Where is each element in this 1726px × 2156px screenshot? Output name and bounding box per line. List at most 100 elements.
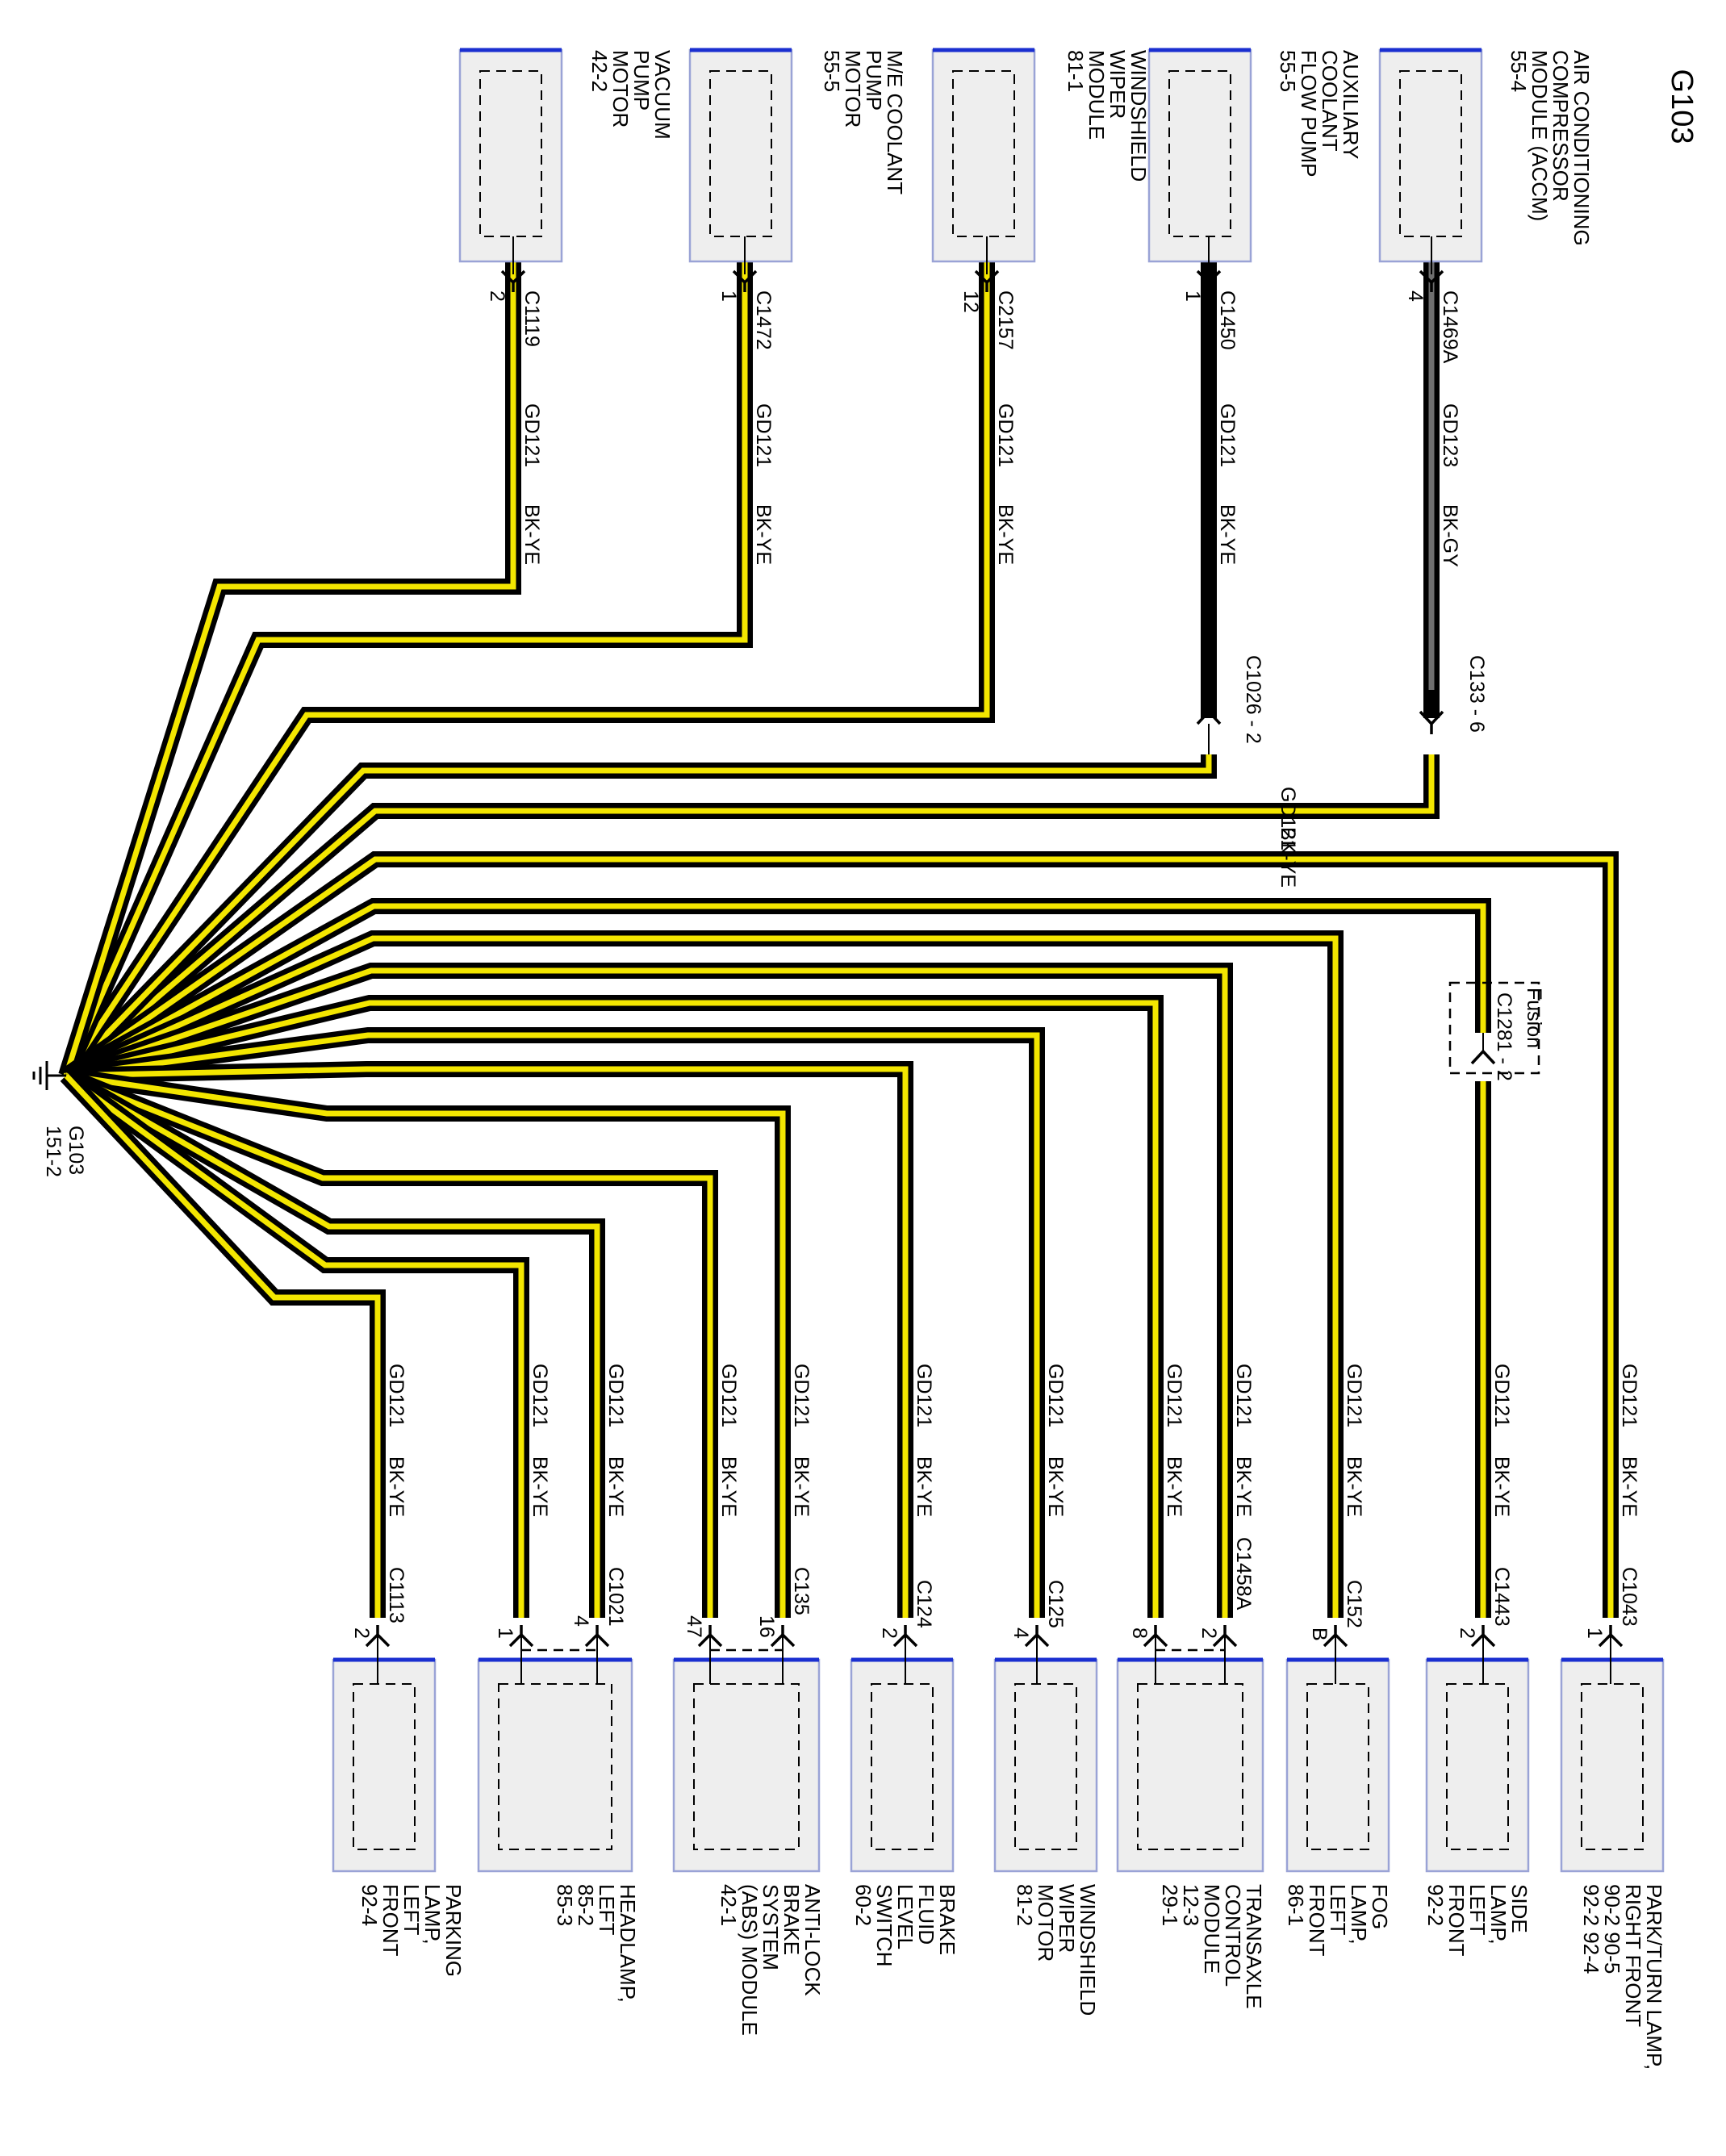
abs-circuit-b: GD121 bbox=[717, 1364, 740, 1427]
accm-name-2: COMPRESSOR bbox=[1548, 50, 1573, 202]
component-vacuum-pump: 2 C1119 GD121 BK-YE VACUUM PUMP MOTOR 42… bbox=[458, 48, 675, 565]
accm-pin: 4 bbox=[1404, 290, 1427, 302]
fog-lamp-pin: B bbox=[1308, 1627, 1331, 1641]
accm-name-3: MODULE (ACCM) bbox=[1527, 50, 1552, 221]
component-abs-module: GD121 BK-YE C135 GD121 BK-YE 16 47 ANTI-… bbox=[672, 1364, 825, 2036]
parking-lamp-name-5: 92-4 bbox=[357, 1884, 382, 1926]
tcm-color-a: BK-YE bbox=[1232, 1456, 1255, 1517]
fog-lamp-color: BK-YE bbox=[1343, 1456, 1365, 1517]
accm-circuit: GD123 bbox=[1439, 403, 1461, 467]
tcm-name-3: MODULE bbox=[1200, 1884, 1224, 1974]
me-pump-pin: 1 bbox=[717, 290, 740, 302]
abs-name-4: (ABS) MODULE bbox=[738, 1884, 762, 2036]
parking-lamp-pin: 2 bbox=[350, 1627, 373, 1639]
wire-abs-pin47 bbox=[63, 1068, 718, 1618]
component-side-lamp-left: GD121 BK-YE C1443 2 SIDE LAMP, LEFT FRON… bbox=[1423, 1364, 1532, 1957]
component-windshield-wiper-motor: GD121 BK-YE C125 4 WINDSHIELD WIPER MOTO… bbox=[993, 1364, 1100, 2016]
vacuum-pump-circuit: GD121 bbox=[520, 403, 543, 467]
me-pump-connector: C1472 bbox=[752, 290, 775, 350]
vacuum-pump-name-1: VACUUM bbox=[650, 50, 675, 140]
accm-name-4: 55-4 bbox=[1507, 50, 1531, 92]
abs-color-b: BK-YE bbox=[717, 1456, 740, 1517]
fog-lamp-name-1: FOG bbox=[1368, 1884, 1392, 1929]
trunk-color-label: BK-YE bbox=[1277, 827, 1299, 888]
wiper-module-name-2: WIPER bbox=[1105, 50, 1130, 119]
brake-switch-name-4: SWITCH bbox=[872, 1884, 896, 1967]
inline-connector-c133-label: C133 - 6 bbox=[1465, 655, 1488, 733]
wiper-motor-name-3: MOTOR bbox=[1034, 1884, 1058, 1962]
trunk-circuit-label: GD121 bbox=[1277, 787, 1299, 850]
wiper-motor-name-2: WIPER bbox=[1055, 1884, 1079, 1953]
wiper-module-name-3: MODULE bbox=[1084, 50, 1109, 140]
abs-pin-16: 16 bbox=[755, 1615, 778, 1638]
vacuum-pump-name-4: 42-2 bbox=[587, 50, 612, 92]
wire-abs-pin16 bbox=[65, 1068, 791, 1618]
fog-lamp-name-4: FRONT bbox=[1305, 1884, 1329, 1957]
tcm-circuit-b: GD121 bbox=[1163, 1364, 1185, 1427]
accm-connector: C1469A bbox=[1439, 290, 1461, 364]
headlamp-color-b: BK-YE bbox=[529, 1456, 551, 1517]
component-headlamp-left: GD121 BK-YE C1021 GD121 BK-YE 4 1 HEADLA… bbox=[477, 1364, 640, 2003]
wire-vacuum-pump bbox=[58, 262, 521, 1078]
side-lamp-color: BK-YE bbox=[1490, 1456, 1513, 1517]
wiper-module-color: BK-YE bbox=[994, 504, 1017, 565]
abs-name-3: SYSTEM bbox=[759, 1884, 783, 1970]
aux-pump-connector: C1450 bbox=[1216, 290, 1239, 350]
ground-id: G103 bbox=[65, 1126, 87, 1175]
wire-headlamp-pin1 bbox=[61, 1068, 529, 1618]
park-turn-name-4: 92-2 92-4 bbox=[1579, 1884, 1603, 1974]
abs-circuit-a: GD121 bbox=[790, 1364, 813, 1427]
tcm-name-1: TRANSAXLE bbox=[1242, 1884, 1266, 2009]
brake-switch-name-2: FLUID bbox=[914, 1884, 938, 1945]
component-parking-lamp-left: GD121 BK-YE C1113 2 PARKING LAMP, LEFT F… bbox=[332, 1364, 466, 1977]
aux-pump-color: BK-YE bbox=[1216, 504, 1239, 565]
wire-fog-lamp bbox=[62, 930, 1344, 1618]
brake-switch-name-3: LEVEL bbox=[893, 1884, 917, 1949]
side-lamp-name-2: LAMP, bbox=[1486, 1884, 1511, 1945]
vacuum-pump-name-2: PUMP bbox=[629, 50, 654, 111]
component-aux-coolant-pump: 1 C1450 GD121 BK-YE AUXILIARY COOLANT FL… bbox=[1147, 48, 1363, 565]
aux-pump-pin: 1 bbox=[1181, 290, 1204, 302]
wire-me-coolant-pump bbox=[58, 262, 753, 1080]
abs-name-1: ANTI-LOCK bbox=[800, 1884, 825, 1996]
wire-brake-fluid-switch bbox=[65, 1061, 913, 1618]
wire-harness bbox=[58, 262, 1619, 1618]
me-pump-name-3: MOTOR bbox=[841, 50, 865, 127]
headlamp-name-1: HEADLAMP, bbox=[616, 1884, 640, 2003]
wiper-module-pin: 12 bbox=[959, 290, 982, 313]
tcm-connector: C1458A bbox=[1232, 1537, 1255, 1611]
headlamp-name-3: 85-2 bbox=[574, 1884, 598, 1926]
diagram-title: G103 bbox=[1665, 69, 1699, 144]
headlamp-connector: C1021 bbox=[604, 1567, 627, 1627]
me-pump-name-4: 55-5 bbox=[820, 50, 844, 92]
accm-color: BK-GY bbox=[1439, 504, 1461, 567]
inline-connector-c1281-label: C1281 - 2 bbox=[1493, 992, 1515, 1081]
wire-tcm-pin8 bbox=[64, 995, 1164, 1618]
wiper-motor-name-1: WINDSHIELD bbox=[1076, 1884, 1100, 2016]
headlamp-name-4: 85-3 bbox=[553, 1884, 577, 1926]
accm-name-1: AIR CONDITIONING bbox=[1569, 50, 1594, 246]
brake-switch-name-5: 60-2 bbox=[851, 1884, 876, 1926]
inline-connector-c1281 bbox=[1448, 981, 1540, 1075]
parking-lamp-name-3: LEFT bbox=[399, 1884, 424, 1936]
park-turn-name-1: PARK/TURN LAMP, bbox=[1642, 1884, 1666, 2070]
side-lamp-name-5: 92-2 bbox=[1423, 1884, 1448, 1926]
vacuum-pump-name-3: MOTOR bbox=[608, 50, 633, 127]
brake-switch-name-1: BRAKE bbox=[935, 1884, 959, 1955]
headlamp-color-a: BK-YE bbox=[604, 1456, 627, 1517]
inline-connector-fusion-label: Fusion bbox=[1523, 988, 1545, 1048]
wire-accm bbox=[61, 262, 1440, 1082]
top-components: 4 C1469A GD123 BK-GY AIR CONDITIONING CO… bbox=[458, 48, 1594, 567]
abs-pin-47: 47 bbox=[683, 1615, 705, 1638]
wiper-motor-connector: C125 bbox=[1044, 1580, 1067, 1628]
tcm-pin-8: 8 bbox=[1128, 1627, 1151, 1639]
abs-name-5: 42-1 bbox=[717, 1884, 741, 1926]
parking-lamp-name-4: FRONT bbox=[378, 1884, 403, 1957]
component-brake-fluid-level-switch: GD121 BK-YE C124 2 BRAKE FLUID LEVEL SWI… bbox=[850, 1364, 959, 1967]
component-me-coolant-pump: 1 C1472 GD121 BK-YE M/E COOLANT PUMP MOT… bbox=[688, 48, 907, 565]
wire-tcm-pin2 bbox=[63, 963, 1233, 1618]
wire-windshield-wiper-module bbox=[59, 262, 995, 1080]
wire-parking-lamp bbox=[60, 1070, 386, 1618]
aux-pump-name-1: AUXILIARY bbox=[1339, 50, 1363, 159]
headlamp-circuit-a: GD121 bbox=[604, 1364, 627, 1427]
